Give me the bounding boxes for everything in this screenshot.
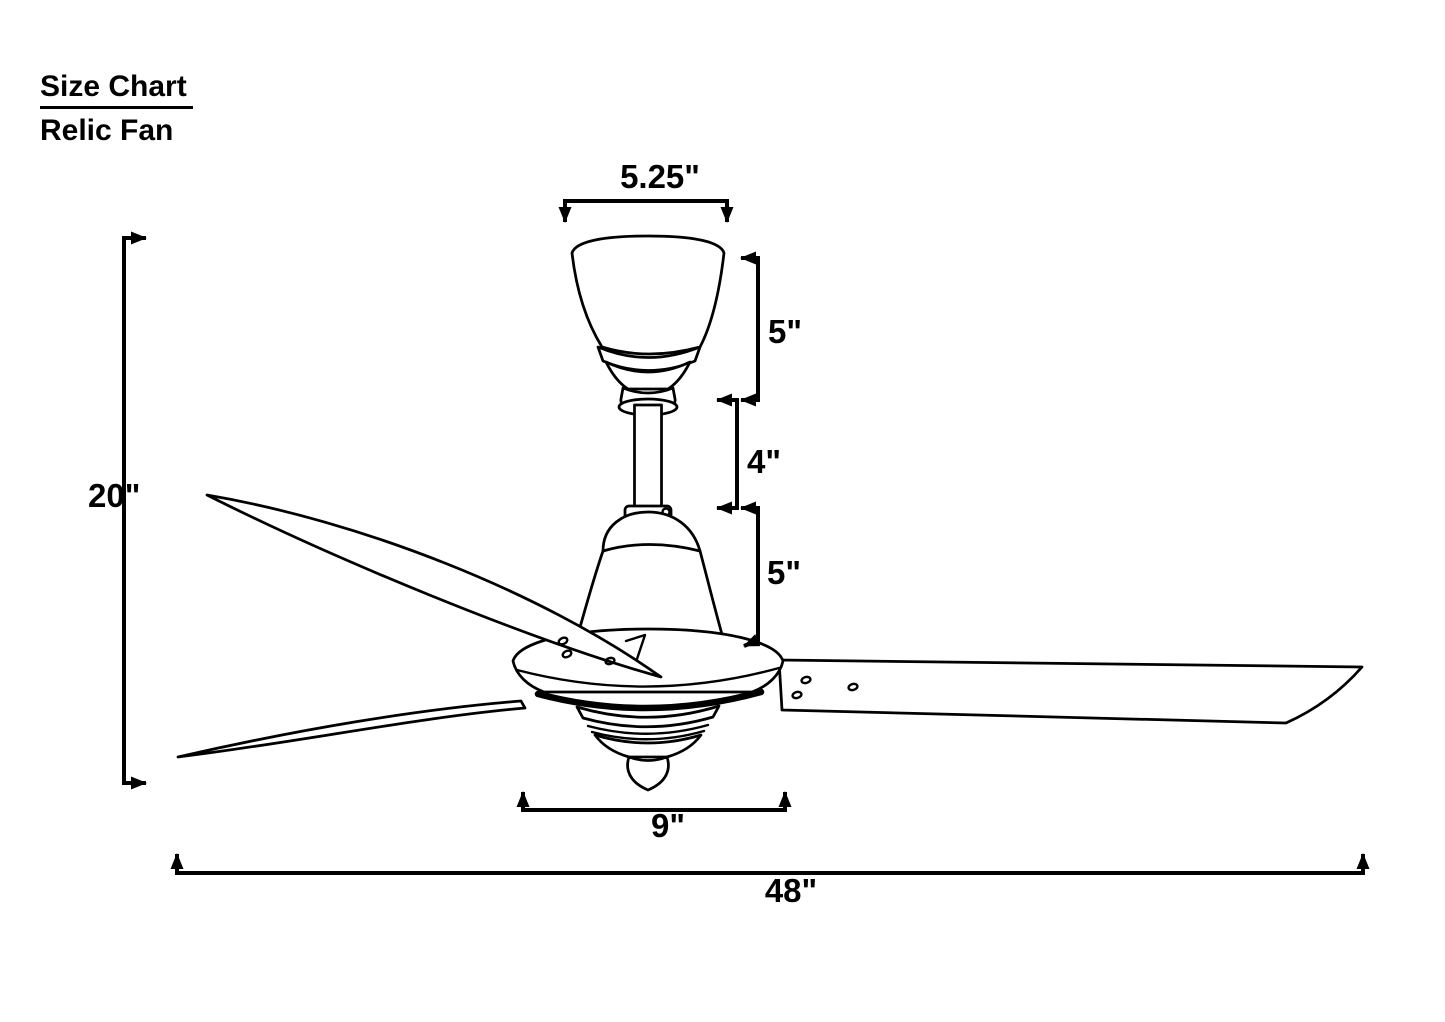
canopy-height-label: 5" <box>768 313 802 350</box>
fan-blade-right <box>777 658 1364 725</box>
dimension-blade-sweep: 48" <box>170 853 1370 909</box>
page-subtitle: Relic Fan <box>40 114 174 147</box>
fan-switch-ring-2 <box>590 729 706 741</box>
fan-motor-housing <box>575 510 725 640</box>
fan-switch-cone <box>593 733 703 759</box>
fan-motor-seam <box>601 543 702 553</box>
fan-canopy-taper <box>604 360 692 391</box>
dimension-switch-housing-width: 9" <box>516 791 792 844</box>
blade-screws-right <box>791 675 859 700</box>
motor-housing-height-label: 5" <box>767 554 801 591</box>
dimension-overall-height: 20" <box>88 231 147 790</box>
dimension-motor-housing-height: 5" <box>740 501 801 648</box>
overall-height-label: 20" <box>88 477 140 514</box>
dimension-downrod-length: 4" <box>716 393 781 515</box>
fan-blade-upper-left <box>205 493 663 679</box>
blade-screws-left <box>557 636 616 666</box>
downrod-length-label: 4" <box>747 443 781 480</box>
page-title: Size Chart <box>40 72 193 109</box>
fan-blade-lower-left <box>176 699 527 759</box>
switch-housing-width-label: 9" <box>651 807 685 844</box>
title-block: Size Chart Relic Fan <box>40 72 193 146</box>
dimension-canopy-height: 5" <box>740 251 802 407</box>
fan-finial <box>626 755 670 792</box>
dimension-canopy-width: 5.25" <box>558 158 734 223</box>
blade-sweep-label: 48" <box>765 872 817 909</box>
fan-hub-rim <box>515 666 781 688</box>
fan-downrod <box>633 403 663 511</box>
fan-blade-iron <box>624 633 647 661</box>
fan-canopy <box>570 234 726 356</box>
fan-switch-housing <box>575 704 721 729</box>
fan-hub-band <box>534 688 765 712</box>
canopy-width-label: 5.25" <box>620 158 700 195</box>
ceiling-fan-drawing <box>176 234 1364 792</box>
fan-switch-ring-1 <box>586 723 710 735</box>
